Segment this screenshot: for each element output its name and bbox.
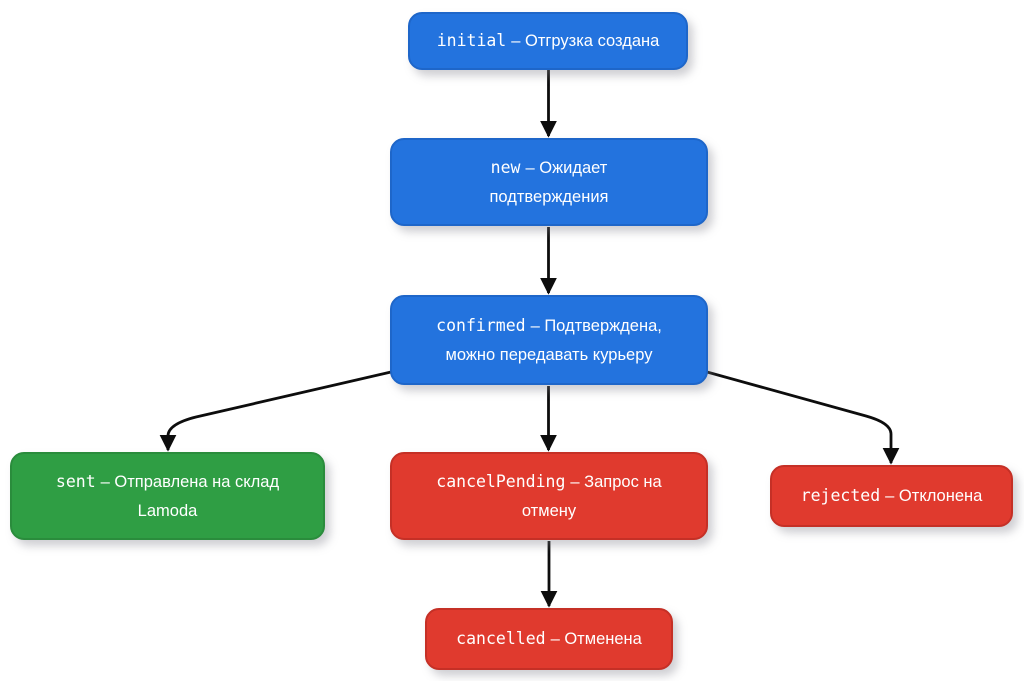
state-desc-confirmed: – Подтверждена, можно передавать курьеру bbox=[445, 316, 662, 364]
node-cancelled: cancelled– Отменена bbox=[425, 608, 673, 670]
state-code-new: new bbox=[490, 157, 521, 177]
node-new: new– Ожидает подтверждения bbox=[390, 138, 708, 226]
node-sent: sent– Отправлена на склад Lamoda bbox=[10, 452, 325, 540]
state-code-cancelled: cancelled bbox=[456, 629, 546, 648]
node-cancelpending: cancelPending– Запрос на отмену bbox=[390, 452, 708, 540]
node-initial-label: initial– Отгрузка создана bbox=[429, 24, 668, 58]
node-initial: initial– Отгрузка создана bbox=[408, 12, 688, 70]
node-rejected: rejected– Отклонена bbox=[770, 465, 1013, 527]
node-sent-label: sent– Отправлена на склад Lamoda bbox=[48, 465, 287, 528]
state-desc-initial: – Отгрузка создана bbox=[511, 32, 660, 50]
node-new-label: new– Ожидает подтверждения bbox=[482, 151, 617, 214]
state-code-rejected: rejected bbox=[800, 486, 881, 505]
state-code-sent: sent bbox=[55, 471, 96, 491]
state-desc-cancelled: – Отменена bbox=[550, 630, 642, 648]
edge-confirmed-rejected bbox=[706, 370, 900, 465]
state-desc-rejected: – Отклонена bbox=[885, 487, 983, 505]
edge-confirmed-sent bbox=[159, 370, 392, 452]
node-confirmed: confirmed– Подтверждена, можно передават… bbox=[390, 295, 708, 385]
state-code-initial: initial bbox=[436, 31, 507, 50]
node-cancelled-label: cancelled– Отменена bbox=[448, 622, 650, 656]
state-desc-new: – Ожидает подтверждения bbox=[489, 158, 609, 206]
node-confirmed-label: confirmed– Подтверждена, можно передават… bbox=[428, 309, 670, 372]
node-rejected-label: rejected– Отклонена bbox=[793, 479, 991, 513]
state-desc-sent: – Отправлена на склад Lamoda bbox=[100, 472, 280, 520]
node-cancelpending-label: cancelPending– Запрос на отмену bbox=[428, 465, 669, 528]
state-code-confirmed: confirmed bbox=[436, 315, 526, 335]
state-desc-cancelpending: – Запрос на отмену bbox=[521, 472, 662, 520]
state-code-cancelpending: cancelPending bbox=[436, 471, 566, 491]
